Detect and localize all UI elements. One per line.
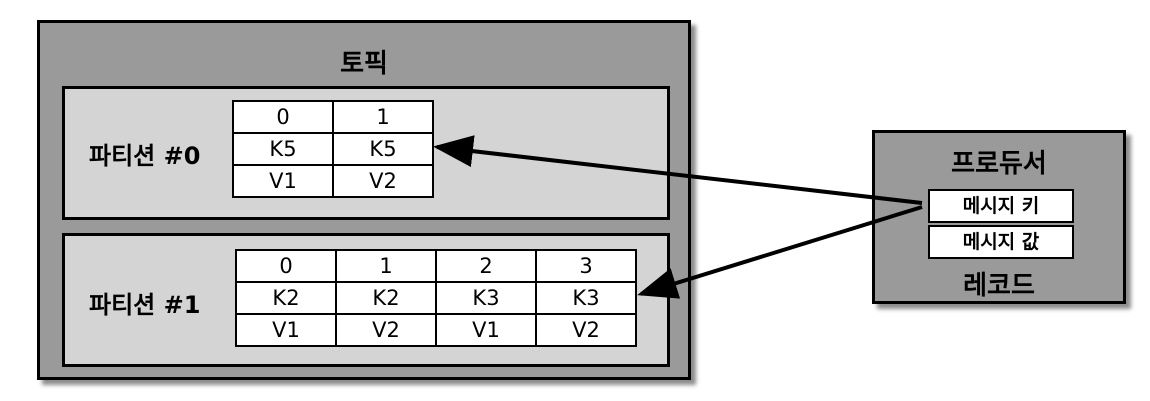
value-cell: V1 xyxy=(232,164,334,198)
record-label: 레코드 xyxy=(963,271,1035,301)
arrow-to-partition-1 xyxy=(637,205,923,299)
offset-cell: 0 xyxy=(235,249,337,283)
producer-box: 프로듀서 메시지 키 메시지 값 레코드 xyxy=(872,130,1126,304)
key-cell: K2 xyxy=(335,281,437,315)
key-cell: K3 xyxy=(535,281,637,315)
partition-1-label: 파티션 #1 xyxy=(89,291,201,319)
key-cell: K5 xyxy=(332,132,434,166)
message-value-box: 메시지 값 xyxy=(928,225,1074,259)
key-cell: K5 xyxy=(232,132,334,166)
value-row: V1 V2 V1 V2 xyxy=(235,313,637,347)
message-key-box: 메시지 키 xyxy=(928,189,1074,223)
value-cell: V2 xyxy=(335,313,437,347)
value-cell: V1 xyxy=(435,313,537,347)
offset-row: 0 1 2 3 xyxy=(235,249,637,283)
key-row: K2 K2 K3 K3 xyxy=(235,281,637,315)
partition-1-log: 0 1 2 3 K2 K2 K3 K3 V1 V2 V1 V2 xyxy=(235,249,637,347)
partition-0-log: 0 1 K5 K5 V1 V2 xyxy=(232,100,434,198)
topic-title: 토픽 xyxy=(340,49,388,79)
value-row: V1 V2 xyxy=(232,164,434,198)
offset-cell: 3 xyxy=(535,249,637,283)
offset-cell: 1 xyxy=(335,249,437,283)
partition-0-label: 파티션 #0 xyxy=(89,142,201,170)
value-cell: V1 xyxy=(235,313,337,347)
offset-cell: 2 xyxy=(435,249,537,283)
key-cell: K2 xyxy=(235,281,337,315)
value-cell: V2 xyxy=(535,313,637,347)
offset-cell: 1 xyxy=(332,100,434,134)
key-cell: K3 xyxy=(435,281,537,315)
partition-0: 파티션 #0 0 1 K5 K5 V1 V2 xyxy=(62,86,670,220)
arrow-to-partition-0 xyxy=(433,135,923,205)
offset-row: 0 1 xyxy=(232,100,434,134)
producer-title: 프로듀서 xyxy=(951,149,1047,179)
topic-box: 토픽 파티션 #0 0 1 K5 K5 V1 V2 파티션 #1 0 1 2 xyxy=(37,20,691,380)
value-cell: V2 xyxy=(332,164,434,198)
key-row: K5 K5 xyxy=(232,132,434,166)
offset-cell: 0 xyxy=(232,100,334,134)
partition-1: 파티션 #1 0 1 2 3 K2 K2 K3 K3 V1 V2 V1 V2 xyxy=(62,233,670,367)
